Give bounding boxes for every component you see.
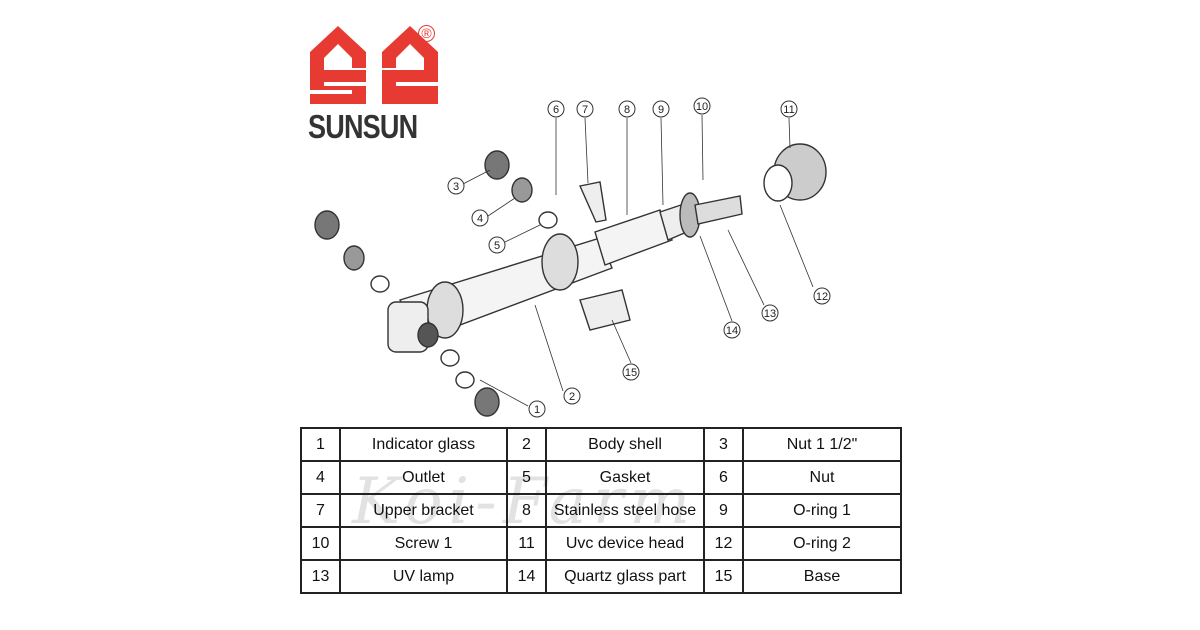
callout-number: 8 <box>624 104 630 116</box>
callout-number: 11 <box>783 104 794 116</box>
part-number: 7 <box>300 493 341 528</box>
callout-10: 10 <box>693 97 711 115</box>
callout-number: 5 <box>494 240 500 252</box>
part-number: 3 <box>703 427 744 462</box>
part-number: 5 <box>506 460 547 495</box>
part-number: 10 <box>300 526 341 561</box>
registered-mark: ® <box>418 25 435 42</box>
part-number: 11 <box>506 526 547 561</box>
part-name: Gasket <box>545 460 705 495</box>
part-name: Outlet <box>339 460 508 495</box>
part-name: UV lamp <box>339 559 508 594</box>
base <box>579 289 631 331</box>
callout-number: 9 <box>658 104 664 116</box>
callout-15: 15 <box>622 363 640 381</box>
part-name: Body shell <box>545 427 705 462</box>
part-name: Upper bracket <box>339 493 508 528</box>
part-name: Indicator glass <box>339 427 508 462</box>
callout-number: 1 <box>534 404 540 416</box>
part-number: 8 <box>506 493 547 528</box>
callout-12: 12 <box>813 287 831 305</box>
callout-1: 1 <box>528 400 546 418</box>
part-number: 9 <box>703 493 744 528</box>
part-name: Nut <box>742 460 902 495</box>
part-name: Stainless steel hose <box>545 493 705 528</box>
callout-number: 14 <box>726 325 738 337</box>
part-number: 15 <box>703 559 744 594</box>
part-name: Uvc device head <box>545 526 705 561</box>
callout-number: 4 <box>477 213 483 225</box>
sunsun-logo <box>310 26 438 104</box>
part-name: Screw 1 <box>339 526 508 561</box>
callout-14: 14 <box>723 321 741 339</box>
part-name: Base <box>742 559 902 594</box>
callout-number: 7 <box>582 104 588 116</box>
part-number: 13 <box>300 559 341 594</box>
callout-number: 6 <box>553 104 559 116</box>
callout-4: 4 <box>471 209 489 227</box>
part-number: 6 <box>703 460 744 495</box>
part-number: 1 <box>300 427 341 462</box>
brand-name: SUNSUN <box>308 108 418 145</box>
callout-2: 2 <box>563 387 581 405</box>
callout-number: 10 <box>696 101 708 113</box>
part-number: 4 <box>300 460 341 495</box>
callout-number: 2 <box>569 391 575 403</box>
part-name: Quartz glass part <box>545 559 705 594</box>
callout-number: 15 <box>625 367 637 379</box>
callout-7: 7 <box>576 100 594 118</box>
part-name: O-ring 1 <box>742 493 902 528</box>
part-number: 2 <box>506 427 547 462</box>
callout-8: 8 <box>618 100 636 118</box>
part-name: O-ring 2 <box>742 526 902 561</box>
callout-6: 6 <box>547 100 565 118</box>
callout-9: 9 <box>652 100 670 118</box>
callout-number: 13 <box>764 308 776 320</box>
callout-number: 12 <box>816 291 828 303</box>
part-number: 14 <box>506 559 547 594</box>
callout-13: 13 <box>761 304 779 322</box>
callout-11: 11 <box>780 100 798 118</box>
callout-5: 5 <box>488 236 506 254</box>
callout-number: 3 <box>453 181 459 193</box>
callout-3: 3 <box>447 177 465 195</box>
part-number: 12 <box>703 526 744 561</box>
part-name: Nut 1 1/2" <box>742 427 902 462</box>
